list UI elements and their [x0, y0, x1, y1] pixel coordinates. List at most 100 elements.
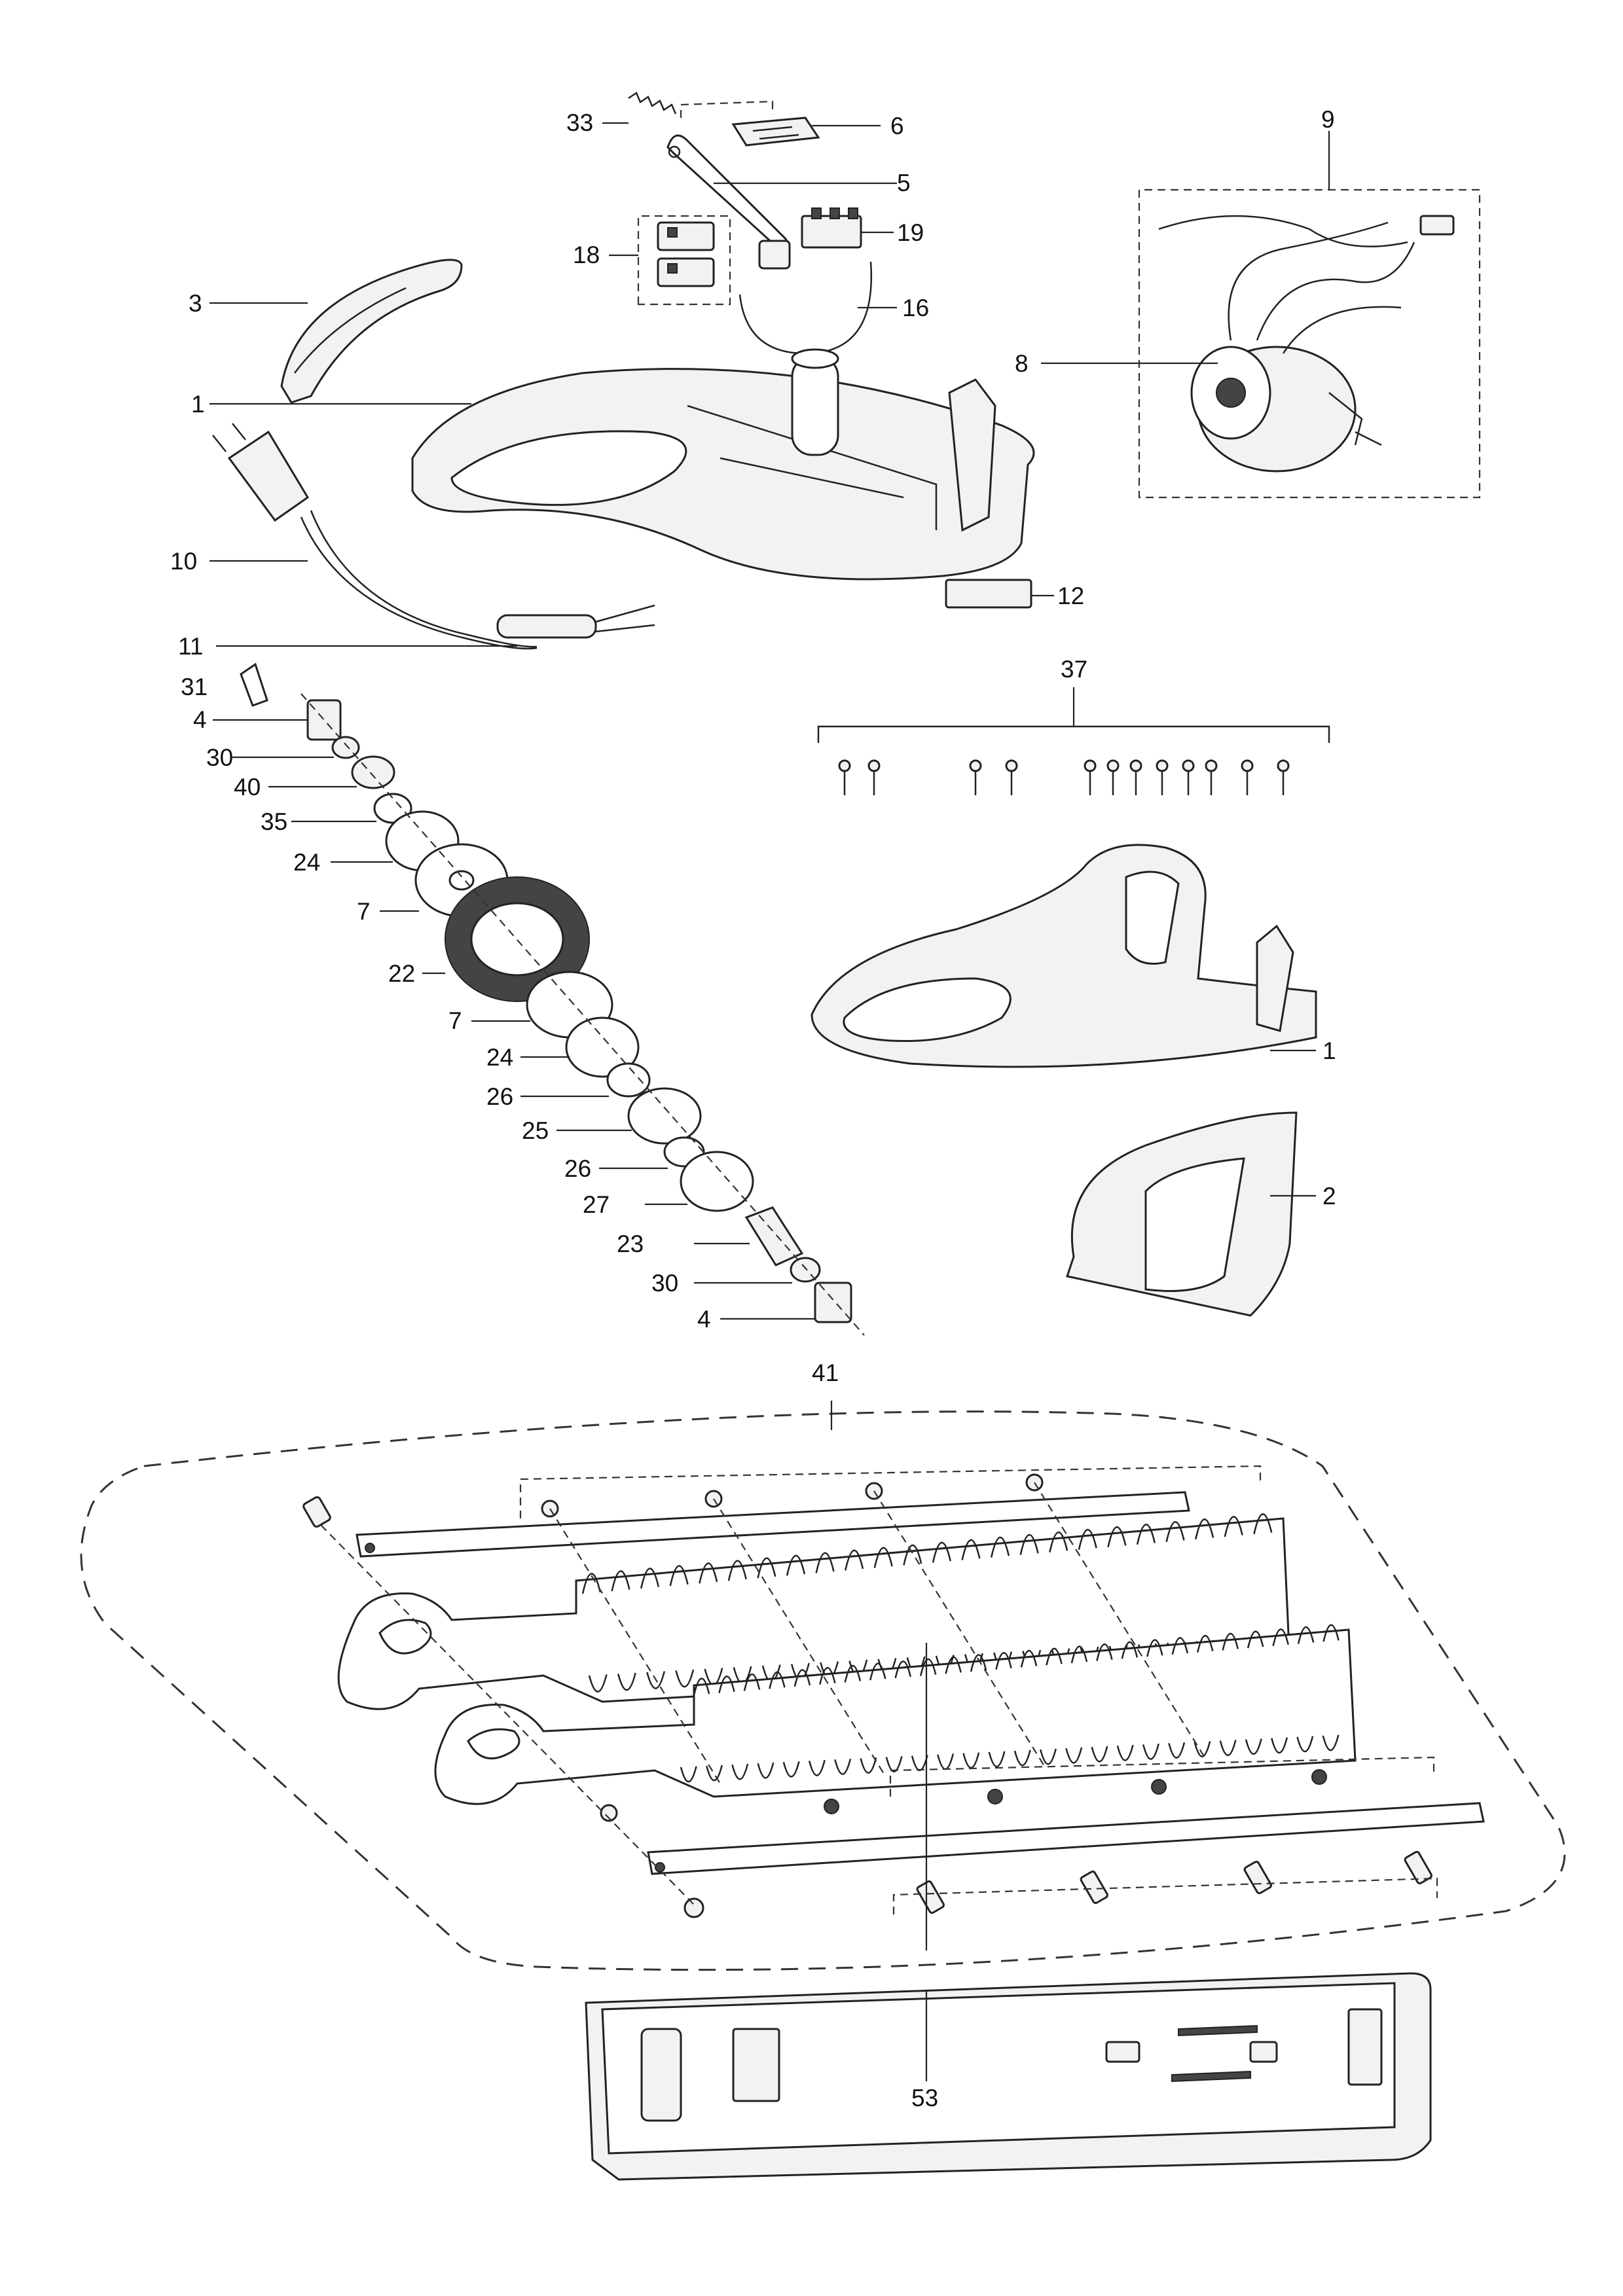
blade-tooth	[845, 1549, 864, 1571]
blade-tooth	[1091, 1746, 1108, 1763]
blade-tooth	[1107, 1526, 1127, 1548]
blade-tooth	[1165, 1520, 1185, 1543]
screw-head	[1129, 759, 1142, 772]
blade-tooth	[699, 1562, 718, 1584]
blade-tooth	[1222, 1632, 1239, 1651]
blade-tooth	[1136, 1523, 1156, 1545]
callout-53: 53	[911, 2085, 938, 2111]
assembly-axis	[549, 1508, 721, 1784]
screw-head	[838, 759, 851, 772]
blade-tooth	[990, 1536, 1010, 1558]
blade-tooth	[1046, 1647, 1063, 1666]
blade-bolt	[1080, 1870, 1108, 1905]
blade-tooth	[1168, 1742, 1186, 1759]
part-motor	[1190, 346, 1382, 473]
screw-head	[1106, 759, 1120, 772]
blade-washer	[824, 1799, 839, 1814]
blade-tooth	[757, 1762, 775, 1779]
blade-tooth	[680, 1766, 697, 1783]
part-internal-wire	[739, 261, 873, 355]
screw-row	[838, 759, 1290, 795]
part-main-housing-lower	[811, 844, 1317, 1068]
callout-12: 12	[1057, 583, 1084, 609]
callout-5: 5	[897, 170, 911, 196]
callout-31: 31	[181, 673, 208, 700]
callout-1-bottom: 1	[1322, 1037, 1336, 1064]
screw-head	[1182, 759, 1195, 772]
blade-tooth	[1171, 1637, 1189, 1655]
assembly-axis	[713, 1498, 884, 1774]
blade-assembly-boundary	[80, 1410, 1566, 1971]
blade-fasteners	[320, 1473, 1432, 1918]
blade-tooth	[1146, 1639, 1163, 1657]
blade-bolt	[1243, 1860, 1272, 1895]
blade-tooth	[885, 1756, 903, 1772]
blade-tooth	[1116, 1744, 1134, 1761]
blade-tooth	[675, 1669, 695, 1688]
callout-22: 22	[388, 960, 415, 987]
blade-bolt	[1404, 1850, 1432, 1885]
blade-tooth	[1245, 1738, 1262, 1755]
blade-tooth	[769, 1671, 786, 1689]
screw-head	[1241, 759, 1254, 772]
blade-tooth	[757, 1557, 776, 1579]
blade-tooth	[743, 1673, 761, 1691]
blade-tooth	[1219, 1740, 1237, 1756]
callout-9: 9	[1321, 106, 1335, 133]
screw-head	[1156, 759, 1169, 772]
blade-tooth	[962, 1752, 980, 1769]
blade-tooth	[1322, 1734, 1340, 1751]
blade-tooth	[945, 1656, 962, 1674]
screw-head	[1277, 759, 1290, 772]
blade-tooth	[1096, 1643, 1113, 1661]
part-spring	[628, 92, 677, 115]
blade-washer	[1151, 1779, 1167, 1795]
blade-tooth	[869, 1662, 886, 1681]
callout-27: 27	[583, 1191, 610, 1218]
blade-tooth	[782, 1761, 800, 1778]
blade-bolt	[916, 1880, 945, 1914]
blade-tooth	[1322, 1624, 1340, 1642]
callout-7-bottom: 7	[448, 1007, 462, 1034]
blade-tooth	[786, 1554, 806, 1576]
blade-tooth	[588, 1674, 608, 1693]
blade-tooth	[693, 1677, 710, 1696]
callout-19: 19	[897, 219, 924, 246]
callout-10: 10	[170, 548, 197, 575]
callout-30-bottom: 30	[651, 1270, 678, 1297]
callout-7-top: 7	[357, 898, 371, 925]
callout-4-top: 4	[193, 706, 207, 733]
part-small-plate	[240, 662, 268, 707]
callout-40: 40	[234, 774, 261, 800]
callout-4-bottom: 4	[697, 1306, 711, 1333]
callout-30-top: 30	[206, 744, 233, 771]
blade-tooth	[1197, 1635, 1214, 1653]
screw-head	[1084, 759, 1097, 772]
screw-head	[1205, 759, 1218, 772]
blade-tooth	[581, 1573, 601, 1594]
blade-tooth	[815, 1552, 835, 1573]
callout-26-top: 26	[486, 1083, 513, 1110]
blade-tooth	[1020, 1649, 1038, 1668]
blade-tooth	[646, 1671, 666, 1689]
callout-35: 35	[261, 808, 287, 835]
part-microswitches	[657, 221, 715, 287]
callout-25: 25	[522, 1117, 549, 1144]
blade-tooth	[995, 1652, 1012, 1670]
part-terminal-block	[801, 207, 862, 249]
blade-tooth	[1049, 1531, 1068, 1552]
blade-tooth	[844, 1664, 862, 1683]
blade-tooth	[669, 1565, 689, 1587]
blade-tooth	[1065, 1747, 1083, 1764]
blade-washer	[1311, 1769, 1327, 1785]
part-switch-lever	[666, 134, 791, 270]
callout-24-top: 24	[293, 849, 320, 876]
blade-tooth	[932, 1541, 951, 1563]
part-gear-stack	[306, 699, 852, 1323]
part-switch-cap	[731, 117, 820, 147]
blade-tooth	[1272, 1628, 1289, 1647]
part-screws-set	[817, 687, 1330, 743]
part-blade-bottom-bar	[647, 1802, 1485, 1875]
callout-33: 33	[566, 109, 593, 136]
